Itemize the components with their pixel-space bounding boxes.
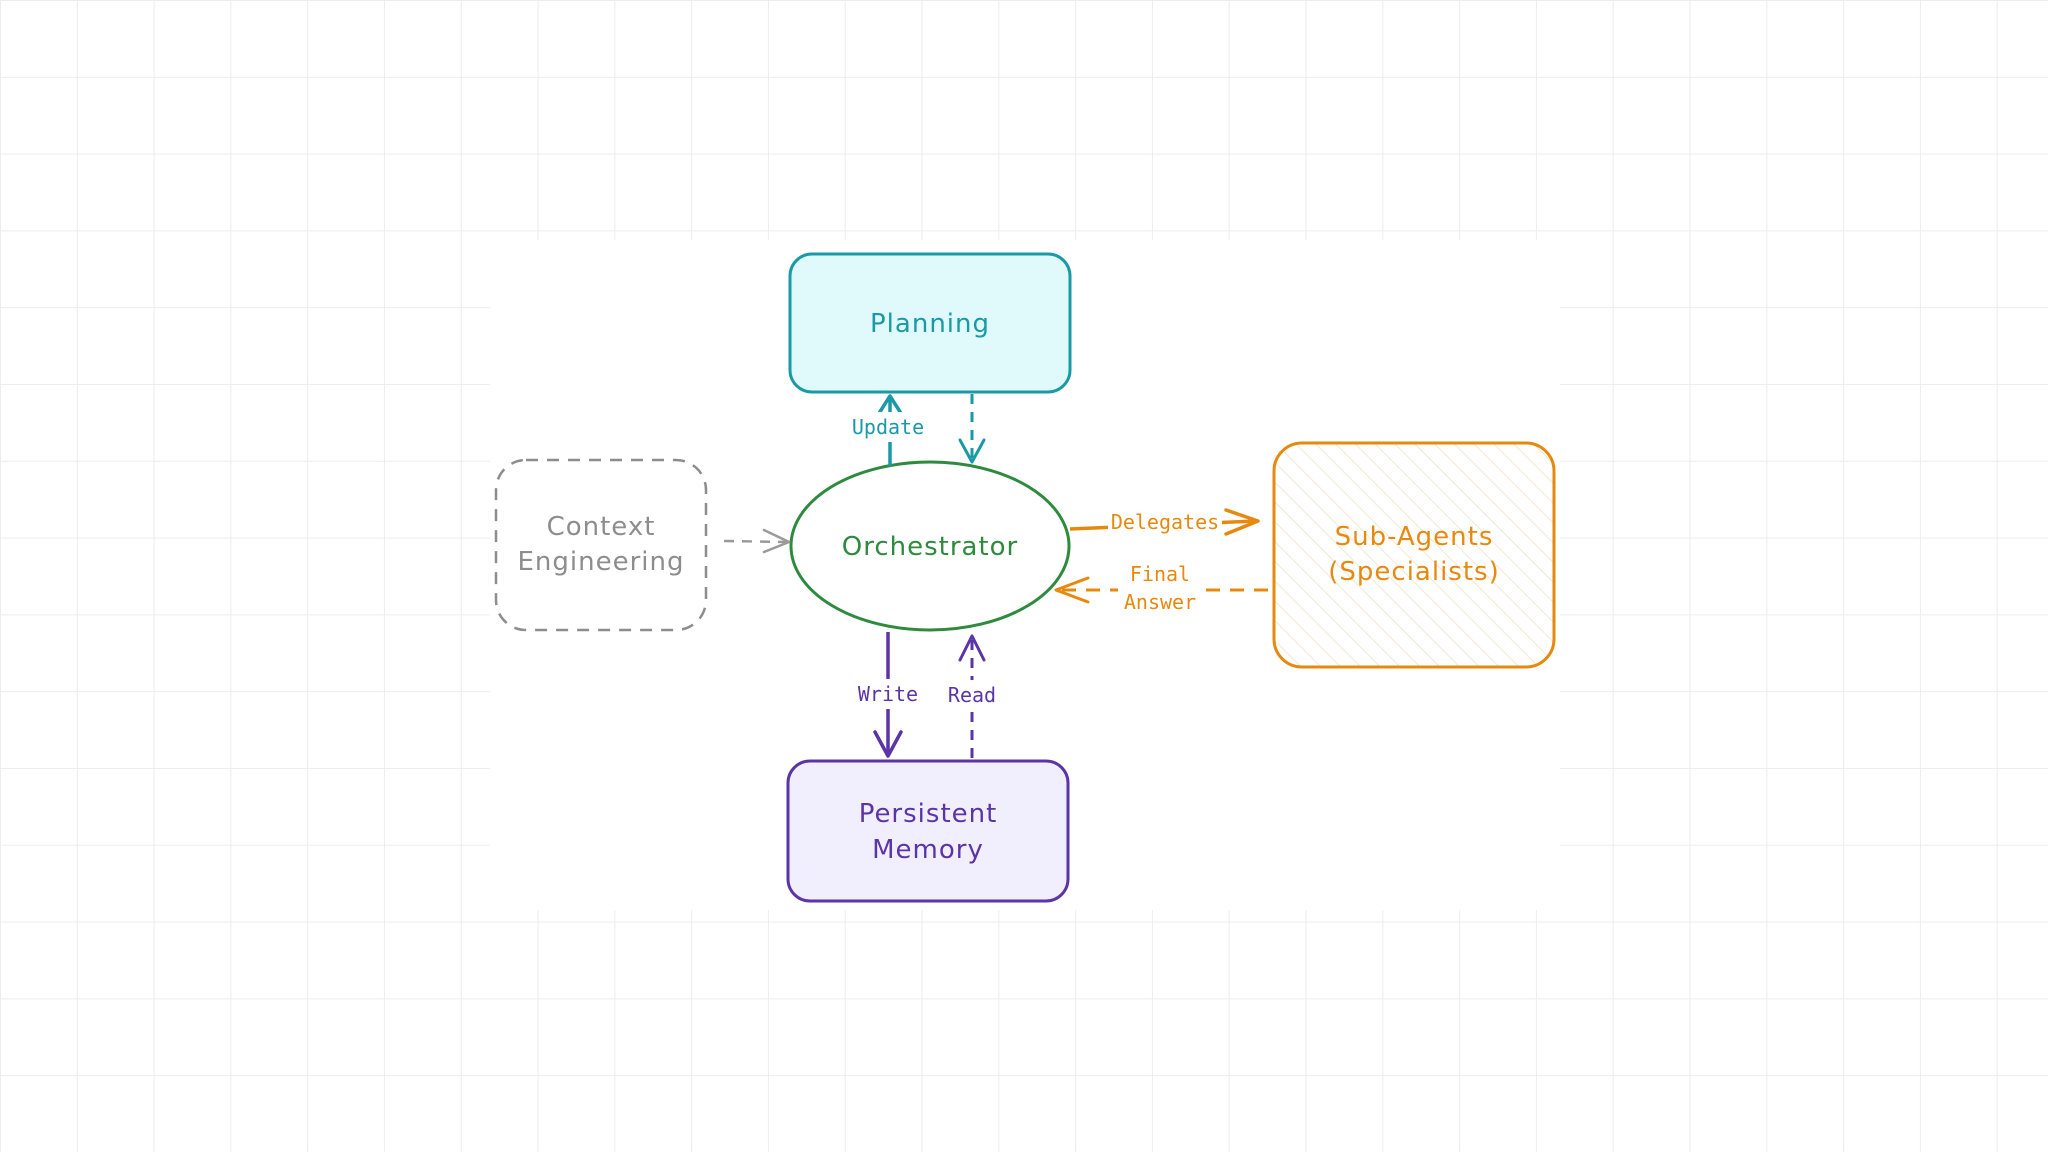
write-edge: Write bbox=[852, 632, 924, 758]
memory-label-line1: Persistent bbox=[859, 799, 998, 829]
persistent-memory-box bbox=[786, 759, 1070, 903]
orchestrator-label: Orchestrator bbox=[842, 532, 1019, 562]
read-edge: Read bbox=[942, 634, 1002, 758]
sub-agents-label-line1: Sub-Agents bbox=[1335, 522, 1494, 552]
sub-agents-box bbox=[1272, 441, 1556, 669]
orchestrator-ellipse bbox=[789, 460, 1071, 632]
read-arrowhead bbox=[958, 634, 986, 662]
update-edge: Update bbox=[848, 394, 928, 466]
final-answer-label-line2: Answer bbox=[1124, 590, 1196, 614]
write-edge-label: Write bbox=[858, 682, 918, 706]
orchestrator-node[interactable]: Orchestrator bbox=[789, 460, 1071, 632]
context-label-line1: Context bbox=[547, 512, 656, 542]
read-edge-label: Read bbox=[948, 683, 996, 707]
update-edge-label: Update bbox=[852, 415, 924, 439]
sub-agents-label-line2: (Specialists) bbox=[1328, 557, 1499, 587]
sub-agents-node[interactable]: Sub-Agents (Specialists) bbox=[1272, 441, 1556, 669]
context-to-orchestrator-edge bbox=[723, 528, 791, 554]
delegates-arrowhead bbox=[1224, 508, 1260, 536]
context-arrowhead bbox=[762, 528, 791, 554]
memory-label-line2: Memory bbox=[872, 835, 984, 865]
plan-arrowhead bbox=[958, 438, 986, 464]
delegates-edge: Delegates bbox=[1069, 506, 1260, 536]
context-engineering-node[interactable]: Context Engineering bbox=[494, 458, 708, 632]
planning-node[interactable]: Planning bbox=[788, 252, 1072, 394]
write-arrowhead bbox=[873, 730, 903, 758]
update-arrowhead bbox=[874, 394, 906, 420]
context-label-line2: Engineering bbox=[518, 547, 685, 577]
planning-box bbox=[788, 252, 1072, 394]
planning-label: Planning bbox=[870, 309, 990, 339]
final-answer-edge: Final Answer bbox=[1054, 560, 1268, 616]
plan-to-orchestrator-edge bbox=[958, 394, 986, 464]
delegates-edge-label: Delegates bbox=[1111, 510, 1219, 534]
persistent-memory-node[interactable]: Persistent Memory bbox=[786, 759, 1070, 903]
final-answer-arrowhead bbox=[1054, 576, 1090, 604]
final-answer-label-line1: Final bbox=[1130, 562, 1190, 586]
context-engineering-box bbox=[494, 458, 708, 632]
